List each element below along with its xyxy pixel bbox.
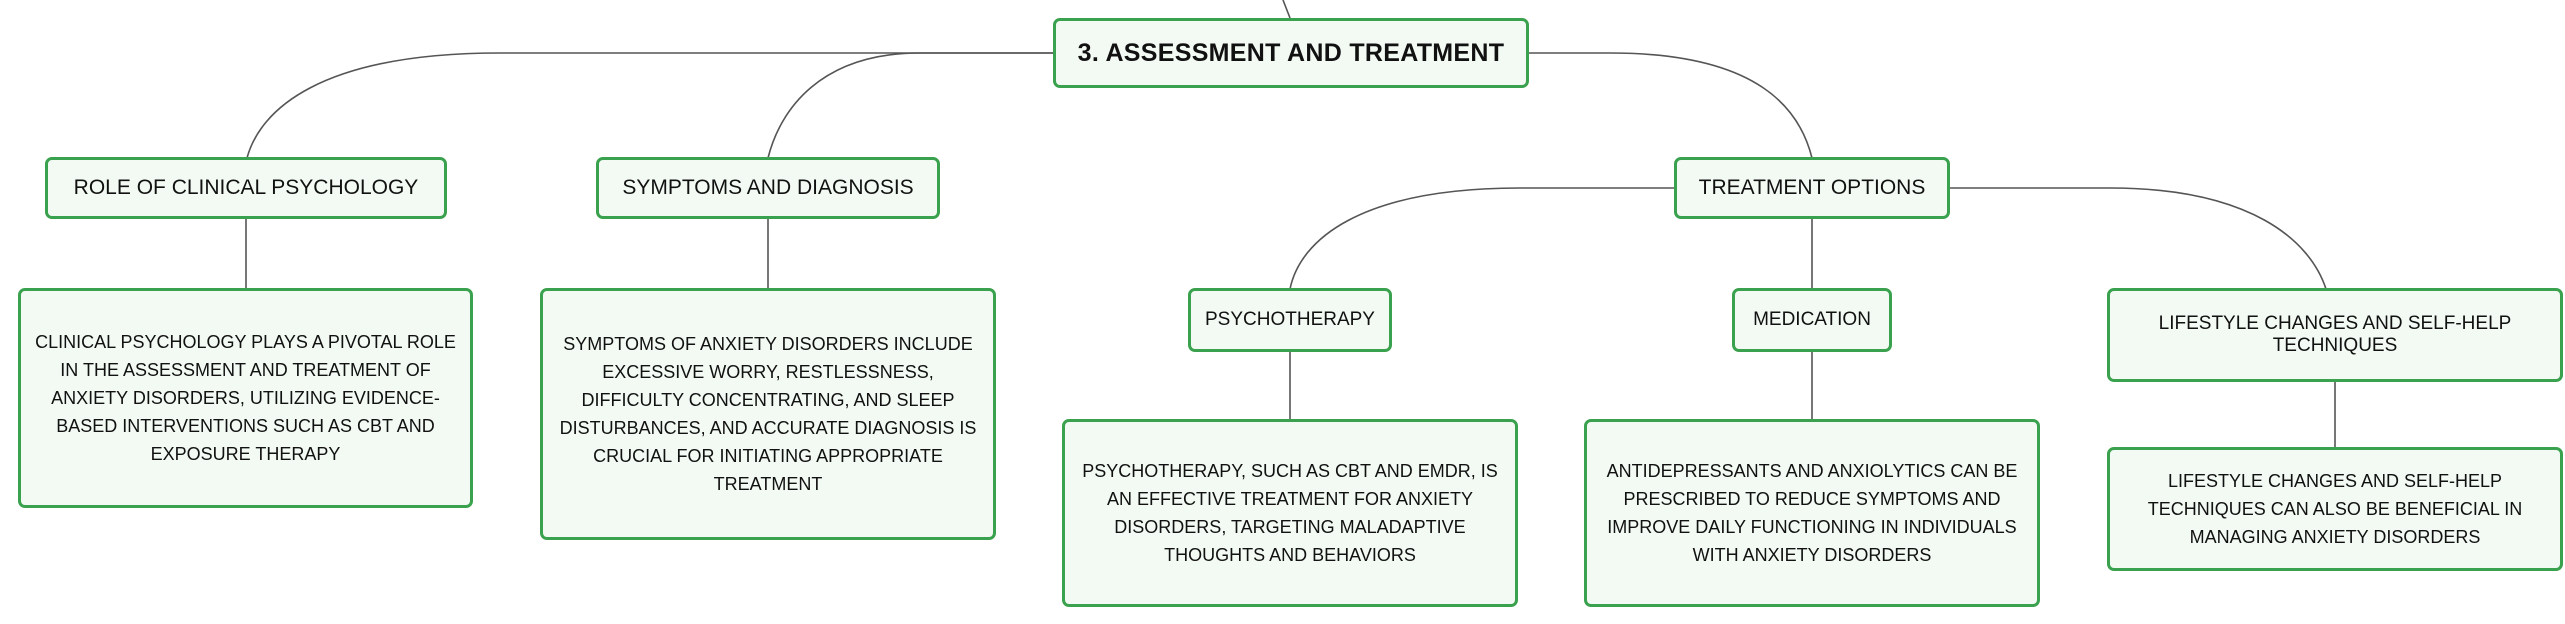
desc-symptoms-and-diagnosis: SYMPTOMS OF ANXIETY DISORDERS INCLUDE EX… bbox=[540, 288, 996, 540]
node-role-of-clinical-psychology[interactable]: ROLE OF CLINICAL PSYCHOLOGY bbox=[45, 157, 447, 219]
desc-lifestyle-changes: LIFESTYLE CHANGES AND SELF-HELP TECHNIQU… bbox=[2107, 447, 2563, 571]
node-medication[interactable]: MEDICATION bbox=[1732, 288, 1892, 352]
connector-root-to-treatment-options bbox=[1528, 52, 1813, 159]
node-treatment-options[interactable]: TREATMENT OPTIONS bbox=[1674, 157, 1950, 219]
connector-root-parent bbox=[1282, 0, 1291, 19]
desc-role-of-clinical-psychology: CLINICAL PSYCHOLOGY PLAYS A PIVOTAL ROLE… bbox=[18, 288, 473, 508]
node-label: ROLE OF CLINICAL PSYCHOLOGY bbox=[73, 176, 419, 199]
desc-text: PSYCHOTHERAPY, SUCH AS CBT AND EMDR, IS … bbox=[1082, 461, 1498, 565]
desc-psychotherapy: PSYCHOTHERAPY, SUCH AS CBT AND EMDR, IS … bbox=[1062, 419, 1518, 607]
node-psychotherapy[interactable]: PSYCHOTHERAPY bbox=[1188, 288, 1392, 352]
node-label: SYMPTOMS AND DIAGNOSIS bbox=[622, 176, 914, 199]
desc-text: ANTIDEPRESSANTS AND ANXIOLYTICS CAN BE P… bbox=[1606, 461, 2018, 565]
root-node-label: 3. ASSESSMENT AND TREATMENT bbox=[1077, 38, 1505, 67]
node-label: TREATMENT OPTIONS bbox=[1698, 176, 1926, 199]
connector-treatment-to-psychotherapy bbox=[1289, 187, 1676, 290]
node-label: MEDICATION bbox=[1753, 309, 1871, 330]
node-label: PSYCHOTHERAPY bbox=[1205, 309, 1375, 330]
desc-medication: ANTIDEPRESSANTS AND ANXIOLYTICS CAN BE P… bbox=[1584, 419, 2040, 607]
node-label: LIFESTYLE CHANGES AND SELF-HELP TECHNIQU… bbox=[2158, 313, 2512, 356]
desc-text: CLINICAL PSYCHOLOGY PLAYS A PIVOTAL ROLE… bbox=[35, 332, 456, 464]
connector-root-to-clinical-psychology bbox=[246, 52, 1055, 159]
connector-root-to-symptoms-diagnosis bbox=[767, 52, 1055, 159]
desc-text: SYMPTOMS OF ANXIETY DISORDERS INCLUDE EX… bbox=[559, 334, 977, 494]
connector-treatment-to-lifestyle bbox=[1948, 187, 2327, 290]
desc-text: LIFESTYLE CHANGES AND SELF-HELP TECHNIQU… bbox=[2147, 471, 2523, 547]
node-symptoms-and-diagnosis[interactable]: SYMPTOMS AND DIAGNOSIS bbox=[596, 157, 940, 219]
node-lifestyle-changes[interactable]: LIFESTYLE CHANGES AND SELF-HELP TECHNIQU… bbox=[2107, 288, 2563, 382]
root-node[interactable]: 3. ASSESSMENT AND TREATMENT bbox=[1053, 18, 1529, 88]
